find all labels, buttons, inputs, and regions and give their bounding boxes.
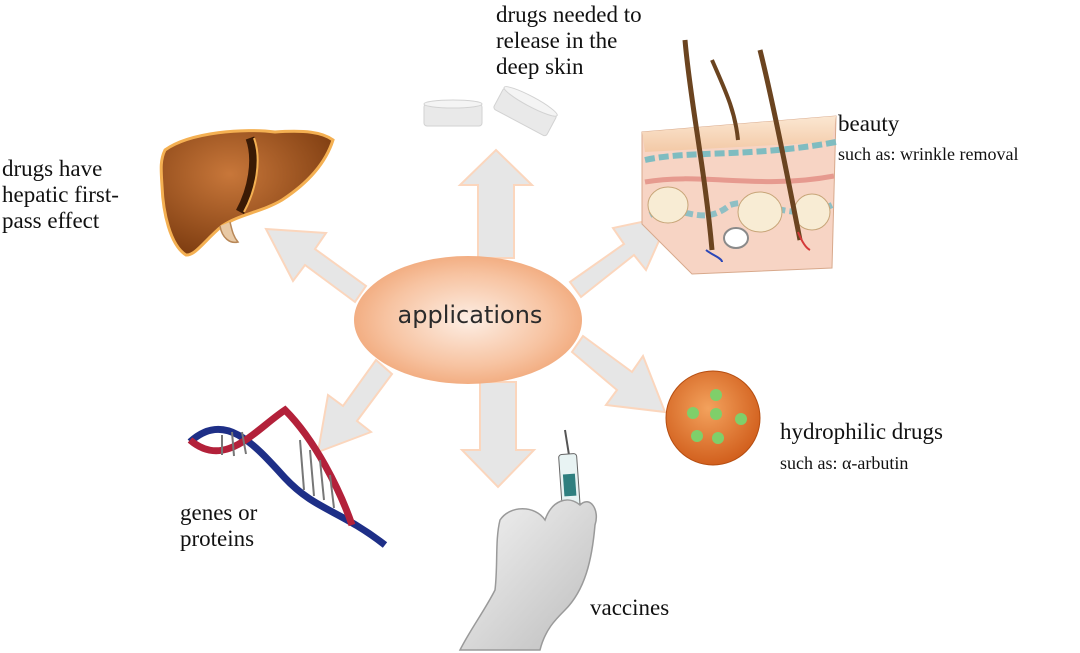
hydrophilic-title: hydrophilic drugs bbox=[780, 419, 943, 444]
deep-skin-label-line: drugs needed to bbox=[496, 2, 642, 27]
hepatic-label-line: hepatic first- bbox=[2, 182, 119, 207]
genes-label: genes or proteins bbox=[180, 500, 257, 552]
particle-sphere-icon bbox=[665, 370, 761, 466]
arrow-upper-left bbox=[264, 227, 368, 304]
deep-skin-label-line: deep skin bbox=[496, 54, 584, 79]
arrow-down bbox=[459, 381, 537, 489]
arrow-lower-left bbox=[316, 358, 394, 454]
hepatic-label: drugs have hepatic first- pass effect bbox=[2, 156, 119, 234]
arrow-lower-right bbox=[570, 334, 667, 414]
deep-skin-label: drugs needed to release in the deep skin bbox=[496, 2, 642, 80]
center-label: applications bbox=[397, 301, 543, 329]
hydrophilic-detail: such as: α-arbutin bbox=[780, 453, 909, 473]
deep-skin-label-line: release in the bbox=[496, 28, 618, 53]
dna-helix-icon bbox=[187, 405, 388, 548]
genes-label-line: proteins bbox=[180, 526, 255, 551]
syringe-hand-icon bbox=[458, 429, 597, 651]
genes-label-line: genes or bbox=[180, 500, 258, 525]
beauty-detail: such as: wrinkle removal bbox=[838, 144, 1019, 164]
hepatic-label-line: drugs have bbox=[2, 156, 103, 181]
skin-cross-section-icon bbox=[641, 39, 837, 275]
tablets-icon bbox=[423, 86, 558, 137]
arrow-upper-right bbox=[568, 214, 672, 299]
beauty-title: beauty bbox=[838, 111, 900, 136]
liver-icon bbox=[159, 129, 335, 257]
vaccines-label: vaccines bbox=[590, 595, 670, 620]
hepatic-label-line: pass effect bbox=[2, 208, 100, 233]
center-ellipse bbox=[354, 256, 582, 384]
arrow-up bbox=[457, 148, 535, 259]
